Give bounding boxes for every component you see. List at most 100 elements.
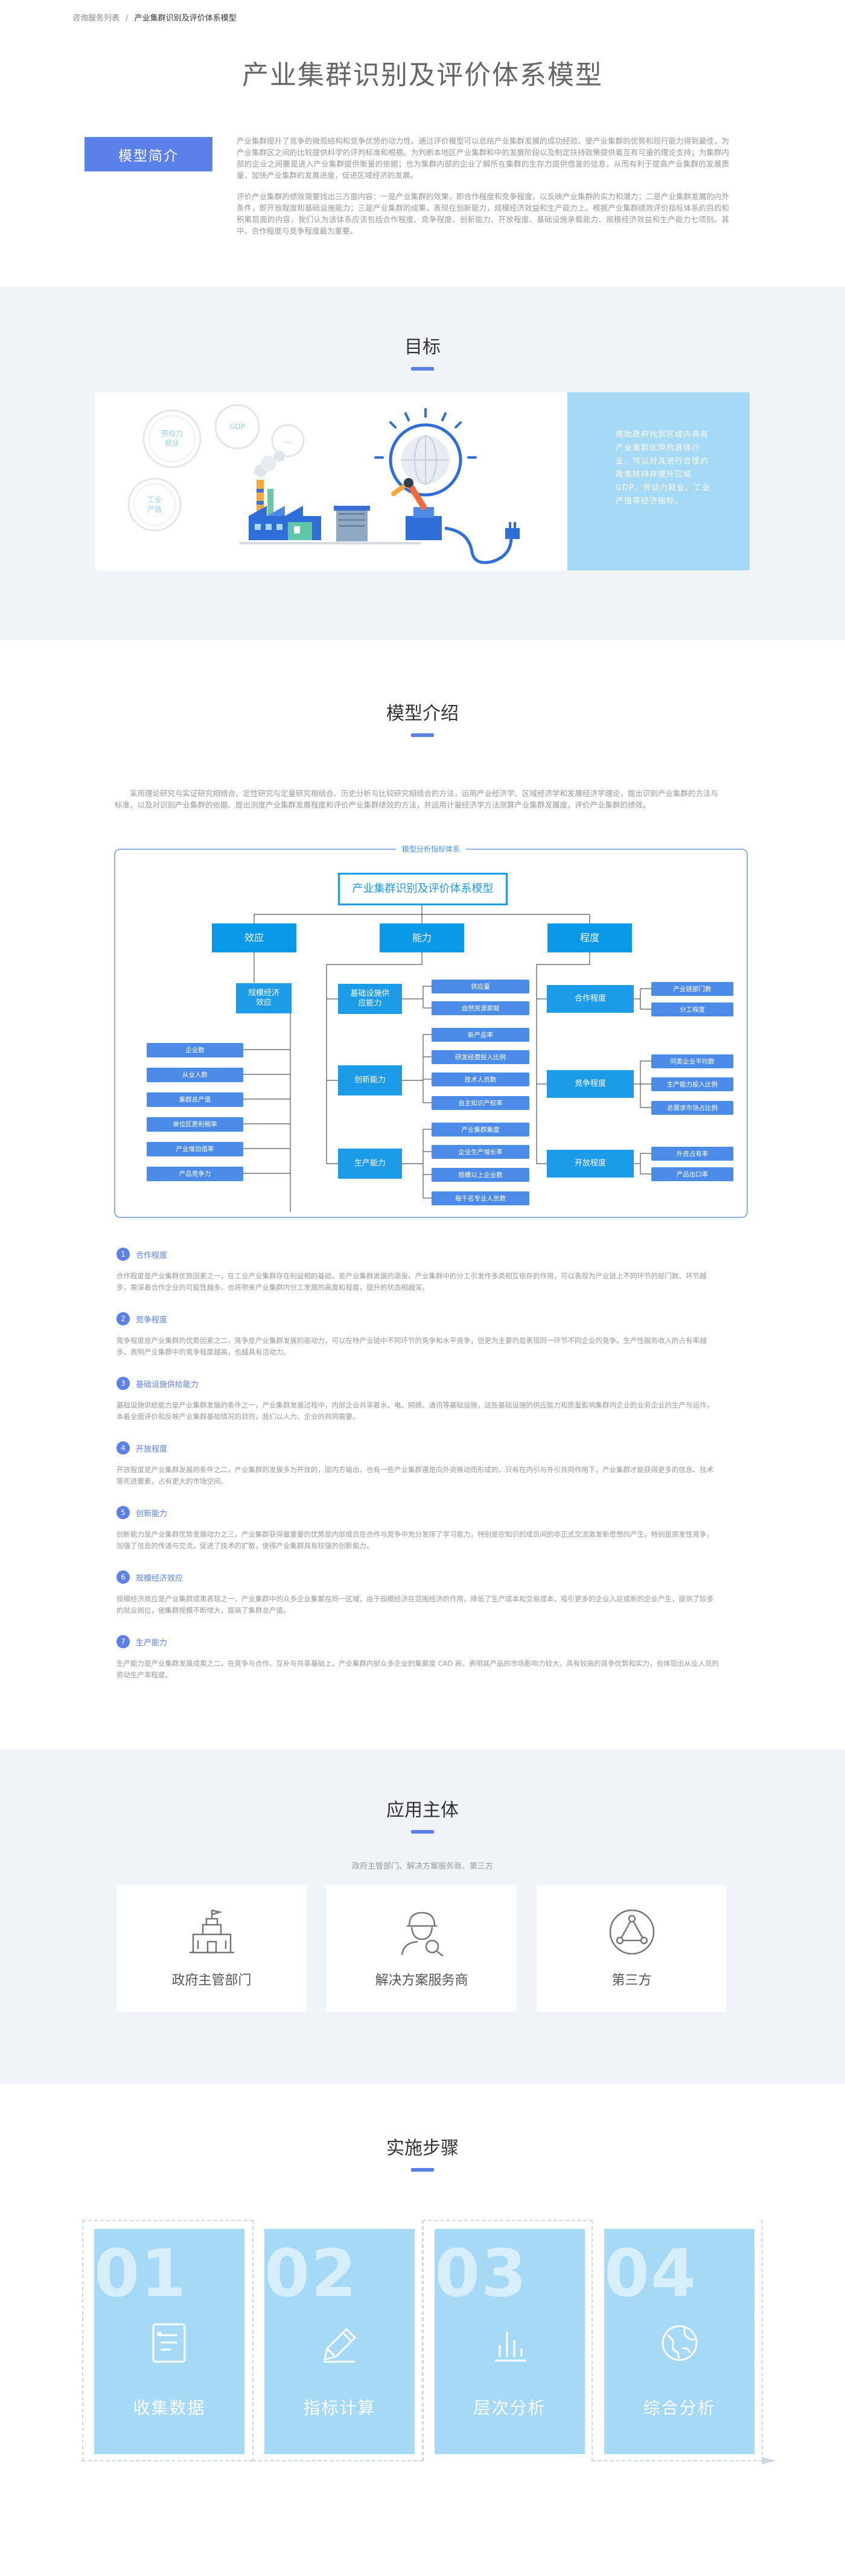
tree-node-production: 生产能力 bbox=[338, 1149, 402, 1179]
model-section: 模型介绍 采用理论研究与实证研究相结合、定性研究与定量研究相结合、历史分析与比较… bbox=[0, 640, 845, 1750]
tree-leaf: 技术人员数 bbox=[432, 1073, 529, 1086]
users-title-underline bbox=[411, 1830, 434, 1834]
tree-node-scale-economy: 规模经济效应 bbox=[236, 983, 292, 1013]
explanation-number: 5 bbox=[116, 1506, 130, 1519]
explanation-item: 2 竞争程度 竞争程度是产业集群的优势因素之二，竞争是产业集群发展的驱动力，可以在… bbox=[116, 1312, 720, 1377]
tree-leaf: 外资占有率 bbox=[651, 1147, 733, 1161]
tree-leaf: 研发经费投入比例 bbox=[432, 1050, 529, 1064]
breadcrumb-separator: / bbox=[126, 14, 129, 23]
steps-title-underline bbox=[411, 2168, 434, 2172]
step-label: 综合分析 bbox=[643, 2398, 716, 2418]
step-card-3: 03 层次分析 bbox=[435, 2229, 585, 2454]
explanation-number: 2 bbox=[116, 1312, 130, 1325]
goal-title-underline bbox=[411, 367, 434, 371]
arrow-right-icon bbox=[762, 2457, 776, 2464]
tree-root-node: 产业集群识别及评价体系模型 bbox=[338, 873, 508, 905]
tree-node-infrastructure: 基础设施供应能力 bbox=[338, 984, 402, 1014]
tree-leaf: 自主知识产权率 bbox=[432, 1096, 529, 1110]
step-number: 04 bbox=[604, 2236, 698, 2312]
edit-icon bbox=[323, 2327, 356, 2363]
user-card-third-party[interactable]: 第三方 bbox=[537, 1885, 727, 2012]
explanation-name: 生产能力 bbox=[136, 1638, 168, 1648]
goal-title: 目标 bbox=[404, 337, 441, 358]
tree-leaf: 产业链部门数 bbox=[651, 982, 733, 996]
user-card-solution-provider[interactable]: 解决方案服务商 bbox=[327, 1885, 517, 2012]
tree-leaf: 产品竞争力 bbox=[147, 1167, 243, 1181]
indicator-tree-label: 模型分析指标体系 bbox=[395, 844, 467, 854]
explanation-number: 6 bbox=[116, 1570, 130, 1584]
tree-leaf: 同类企业平均数 bbox=[651, 1054, 733, 1068]
goal-description: 帮助政府找到区域内具有产业集群优势的具体行业，可以对其进行合理的政策扶持并提升区… bbox=[567, 392, 750, 570]
globe-icon bbox=[662, 2325, 697, 2361]
breadcrumb: 咨询服务列表 / 产业集群识别及评价体系模型 bbox=[72, 11, 240, 23]
goal-illustration: 劳动力 就业 GDP ... 工业 产值 bbox=[95, 392, 567, 570]
tree-leaf: 总需求市场占比例 bbox=[651, 1101, 733, 1115]
document-icon bbox=[152, 2323, 185, 2363]
tree-node-competition: 竞争程度 bbox=[547, 1070, 634, 1098]
step-frame bbox=[82, 2220, 253, 2461]
svg-text:...: ... bbox=[284, 436, 292, 445]
explanation-name: 规模经济效应 bbox=[136, 1573, 183, 1583]
users-section: 应用主体 政府主管部门、解决方案服务商、第三方 政府主管部门 bbox=[0, 1750, 845, 2084]
svg-text:工业: 工业 bbox=[147, 496, 162, 504]
users-subtitle: 政府主管部门、解决方案服务商、第三方 bbox=[351, 1862, 493, 1871]
user-card-name: 解决方案服务商 bbox=[375, 1973, 468, 1988]
tree-node-effect: 效应 bbox=[212, 923, 296, 952]
explanation-number: 4 bbox=[116, 1441, 130, 1455]
step-number: 03 bbox=[435, 2236, 528, 2312]
explanation-desc: 生产能力是产业集群发展成果之二，在竞争与合作、互补与共享基础上，产业集群内部众多… bbox=[116, 1659, 719, 1679]
network-triangle-icon bbox=[609, 1909, 654, 1955]
intro-label: 模型简介 bbox=[84, 137, 212, 171]
explanation-name: 竞争程度 bbox=[136, 1315, 168, 1325]
user-cards: 政府主管部门 解决方案服务商 bbox=[116, 1885, 727, 2012]
step-card-4: 04 综合分析 bbox=[604, 2229, 754, 2454]
step-card-1: 01 收集数据 bbox=[94, 2229, 244, 2454]
explanation-name: 基础设施供给能力 bbox=[136, 1380, 199, 1389]
step-frame bbox=[592, 2220, 763, 2461]
page-title: 产业集群识别及评价体系模型 bbox=[242, 60, 603, 91]
step-number: 01 bbox=[94, 2236, 188, 2312]
step-frame bbox=[422, 2220, 593, 2461]
steps-title: 实施步骤 bbox=[386, 2138, 459, 2159]
tree-leaf: 自然资源禀赋 bbox=[432, 1001, 529, 1015]
service-engineer-icon bbox=[401, 1911, 444, 1956]
tree-node-openness: 开放程度 bbox=[547, 1150, 634, 1178]
intro-paragraph-2: 评价产业集群的绩效需要找出三方面内容：一是产业集群的效果，即合作程度和竞争程度，… bbox=[237, 192, 729, 235]
explanation-name: 开放程度 bbox=[136, 1444, 168, 1454]
explanation-desc: 竞争程度是产业集群的优势因素之二，竞争是产业集群发展的驱动力，可以在特产业链中不… bbox=[116, 1336, 707, 1356]
industry-illustration-icon: 劳动力 就业 GDP ... 工业 产值 bbox=[127, 404, 520, 564]
user-card-government[interactable]: 政府主管部门 bbox=[116, 1885, 307, 2012]
goal-card: 劳动力 就业 GDP ... 工业 产值 bbox=[95, 392, 750, 570]
tree-leaf: 单位区更利税率 bbox=[147, 1117, 243, 1132]
tree-node-degree: 程度 bbox=[547, 923, 632, 952]
step-label: 指标计算 bbox=[303, 2398, 376, 2418]
explanation-number: 1 bbox=[116, 1248, 130, 1261]
explanation-desc: 创新能力是产业集群优势发展动力之三，产业集群获得最重要的优势是内部成员在合作与竞… bbox=[116, 1530, 713, 1550]
steps-section: 实施步骤 01 收集数据 02 bbox=[0, 2084, 845, 2576]
government-building-icon bbox=[189, 1909, 234, 1954]
tree-leaf: 产业增加值率 bbox=[147, 1142, 243, 1156]
tree-leaf: 产业集群集度 bbox=[432, 1123, 529, 1137]
step-label: 收集数据 bbox=[133, 2398, 206, 2418]
intro-paragraph-1: 产业集群提升了竞争的微观结构和竞争优势的动力性。通过评价模型可以总结产业集群发展… bbox=[237, 136, 729, 180]
breadcrumb-root-link[interactable]: 咨询服务列表 bbox=[72, 14, 120, 23]
user-card-name: 政府主管部门 bbox=[171, 1973, 252, 1988]
svg-text:就业: 就业 bbox=[165, 439, 179, 447]
explanation-number: 3 bbox=[116, 1377, 130, 1390]
explanation-item: 5 创新能力 创新能力是产业集群优势发展动力之三，产业集群获得最重要的优势是内部成… bbox=[116, 1506, 720, 1570]
tree-leaf: 每千名专业人员数 bbox=[432, 1191, 529, 1205]
step-label: 层次分析 bbox=[473, 2398, 546, 2418]
explanation-desc: 合作程度是产业集群优势因素之一，在工业产业集群存在利益相的基础，是产业集群发展的… bbox=[116, 1272, 707, 1292]
explanation-name: 创新能力 bbox=[136, 1509, 168, 1519]
tree-leaf: 产品出口率 bbox=[651, 1167, 733, 1181]
goal-section: 目标 劳动力 就业 GDP ... 工业 产值 bbox=[0, 287, 845, 640]
tree-leaf: 从业人数 bbox=[147, 1068, 243, 1082]
svg-text:劳动力: 劳动力 bbox=[161, 429, 183, 438]
tree-leaf: 规模以上企业数 bbox=[432, 1168, 529, 1182]
bar-chart-icon bbox=[494, 2332, 526, 2362]
tree-node-cooperation: 合作程度 bbox=[547, 985, 634, 1013]
intro-text: 产业集群提升了竞争的微观结构和竞争优势的动力性。通过评价模型可以总结产业集群发展… bbox=[237, 135, 729, 246]
intro-section: 咨询服务列表 / 产业集群识别及评价体系模型 产业集群识别及评价体系模型 模型简… bbox=[0, 0, 845, 287]
